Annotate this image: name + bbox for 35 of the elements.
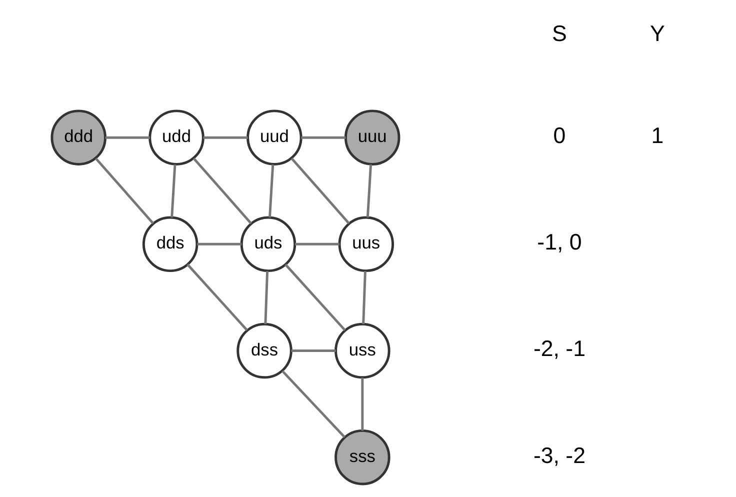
node-circle: dss	[236, 322, 292, 379]
label: -3, -2	[533, 442, 586, 468]
node-circle: uud	[246, 110, 302, 166]
label: -1, 0	[537, 230, 582, 255]
connector	[362, 271, 366, 324]
connector	[284, 264, 346, 332]
connector	[105, 136, 150, 139]
label: -2, -1	[533, 336, 586, 362]
node-circle: ddd	[50, 110, 106, 166]
node-circle: dds	[142, 216, 198, 272]
label: 0	[553, 123, 566, 148]
node-circle: sss	[334, 429, 390, 486]
connector	[264, 271, 269, 324]
node-circle: uuu	[344, 110, 400, 166]
connector	[301, 136, 346, 139]
connector	[268, 164, 274, 218]
node-circle: udd	[148, 110, 204, 166]
connector	[295, 242, 340, 246]
connector	[366, 164, 372, 218]
connector	[361, 378, 364, 431]
connector	[94, 158, 154, 224]
label: Y	[650, 20, 665, 46]
connector	[291, 350, 336, 352]
connector	[186, 264, 248, 332]
connector	[282, 370, 346, 438]
connector	[290, 158, 350, 224]
label: 1	[651, 123, 664, 148]
connector	[192, 158, 252, 224]
node-circle: uus	[338, 216, 394, 272]
label: S	[552, 20, 567, 46]
node-circle: uds	[240, 216, 296, 272]
connector	[197, 242, 242, 246]
connector	[203, 136, 248, 139]
node-circle: uss	[334, 322, 390, 379]
connector	[170, 164, 176, 218]
